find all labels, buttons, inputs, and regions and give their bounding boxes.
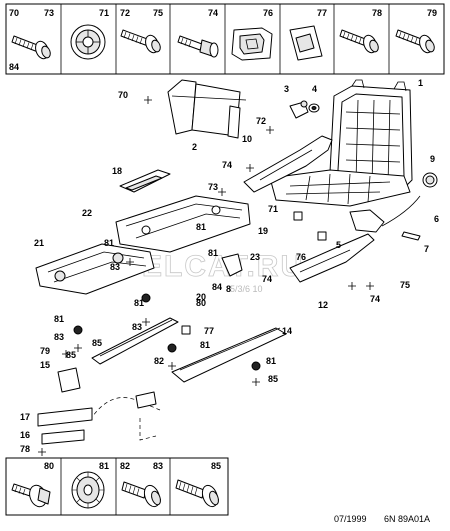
callout-76: 76	[296, 252, 306, 262]
callout-7: 7	[424, 244, 429, 254]
callout-9: 9	[430, 154, 435, 164]
footer-code: 6N 89A01A	[384, 514, 430, 524]
legend-label-81: 81	[99, 461, 109, 471]
callout-81: 81	[266, 356, 276, 366]
watermark-small-text: 5/3/6 10	[230, 284, 263, 294]
legend-label-76: 76	[263, 8, 273, 18]
callout-78: 78	[20, 444, 30, 454]
callout-85: 85	[92, 338, 102, 348]
seat-cushion-frame	[269, 169, 411, 207]
callout-71: 71	[268, 204, 278, 214]
callout-81: 81	[208, 248, 218, 258]
callout-81: 81	[200, 340, 210, 350]
callout-73: 73	[208, 182, 218, 192]
screw-78-icon	[339, 29, 379, 54]
callout-83: 83	[110, 262, 120, 272]
legend-label-82: 82	[120, 461, 130, 471]
plate-16	[41, 429, 85, 445]
bolt-85-icon	[175, 479, 219, 508]
washer-81-icon	[71, 471, 105, 509]
top-parts-legend: 70 73 84 71 72 75 74 76 77 78 79	[5, 3, 445, 75]
callout-15: 15	[40, 360, 50, 370]
callout-74: 74	[370, 294, 380, 304]
callout-85: 85	[268, 374, 278, 384]
callout-77: 77	[204, 326, 214, 336]
callout-81: 81	[54, 314, 64, 324]
callout-83: 83	[132, 322, 142, 332]
callout-3: 3	[284, 84, 289, 94]
callout-16: 16	[20, 430, 30, 440]
callout-12: 12	[318, 300, 328, 310]
callout-10: 10	[242, 134, 252, 144]
callout-19: 19	[258, 226, 268, 236]
legend-label-75: 75	[153, 8, 163, 18]
callout-72: 72	[256, 116, 266, 126]
exploded-view	[35, 79, 438, 456]
callout-5: 5	[336, 240, 341, 250]
callout-6: 6	[434, 214, 439, 224]
callout-70: 70	[118, 90, 128, 100]
seat-base-frame	[115, 195, 251, 253]
plate-17	[37, 407, 93, 427]
callout-83: 83	[54, 332, 64, 342]
legend-label-78: 78	[372, 8, 382, 18]
callout-8: 8	[226, 284, 231, 294]
legend-label-84: 84	[9, 62, 19, 72]
seat-adjuster	[35, 243, 155, 295]
callout-81: 81	[196, 222, 206, 232]
callout-74: 74	[262, 274, 272, 284]
callout-17: 17	[20, 412, 30, 422]
bolt-82-icon	[121, 481, 161, 508]
legend-label-71: 71	[99, 8, 109, 18]
cross-markers	[38, 96, 374, 456]
callout-79: 79	[40, 346, 50, 356]
legend-label-80: 80	[44, 461, 54, 471]
callout-82: 82	[154, 356, 164, 366]
footer-date: 07/1999	[334, 514, 367, 524]
grommet-71-icon	[70, 24, 106, 60]
bolt-74-icon	[177, 35, 219, 58]
legend-label-70: 70	[9, 8, 19, 18]
callout-14: 14	[282, 326, 292, 336]
legend-label-79: 79	[427, 8, 437, 18]
screw-72-icon	[120, 29, 161, 54]
legend-label-74: 74	[208, 8, 218, 18]
legend-label-85: 85	[211, 461, 221, 471]
lower-rail	[91, 317, 287, 383]
callout-84: 84	[212, 282, 222, 292]
bolt-80-icon	[11, 483, 51, 508]
legend-label-72: 72	[120, 8, 130, 18]
legend-label-77: 77	[317, 8, 327, 18]
callout-80: 80	[196, 298, 206, 308]
screw-70-icon	[11, 35, 51, 60]
clip-76-icon	[231, 27, 273, 61]
callout-81: 81	[134, 298, 144, 308]
watermark-text: ELCAT.RU	[142, 250, 304, 283]
legend-label-83: 83	[153, 461, 163, 471]
legend-label-73: 73	[44, 8, 54, 18]
callout-20: 20	[196, 292, 206, 302]
callout-75: 75	[400, 280, 410, 290]
callout-85: 85	[66, 350, 76, 360]
bottom-parts-legend: 80 81 82 83 85	[5, 457, 229, 516]
callout-23: 23	[250, 252, 260, 262]
callout-74: 74	[222, 160, 232, 170]
callout-21: 21	[34, 238, 44, 248]
callout-81: 81	[104, 238, 114, 248]
callout-2: 2	[192, 142, 197, 152]
callout-22: 22	[82, 208, 92, 218]
callout-18: 18	[112, 166, 122, 176]
callout-4: 4	[312, 84, 317, 94]
patch-77-icon	[289, 25, 323, 61]
callout-1: 1	[418, 78, 423, 88]
screw-79-icon	[395, 29, 435, 54]
